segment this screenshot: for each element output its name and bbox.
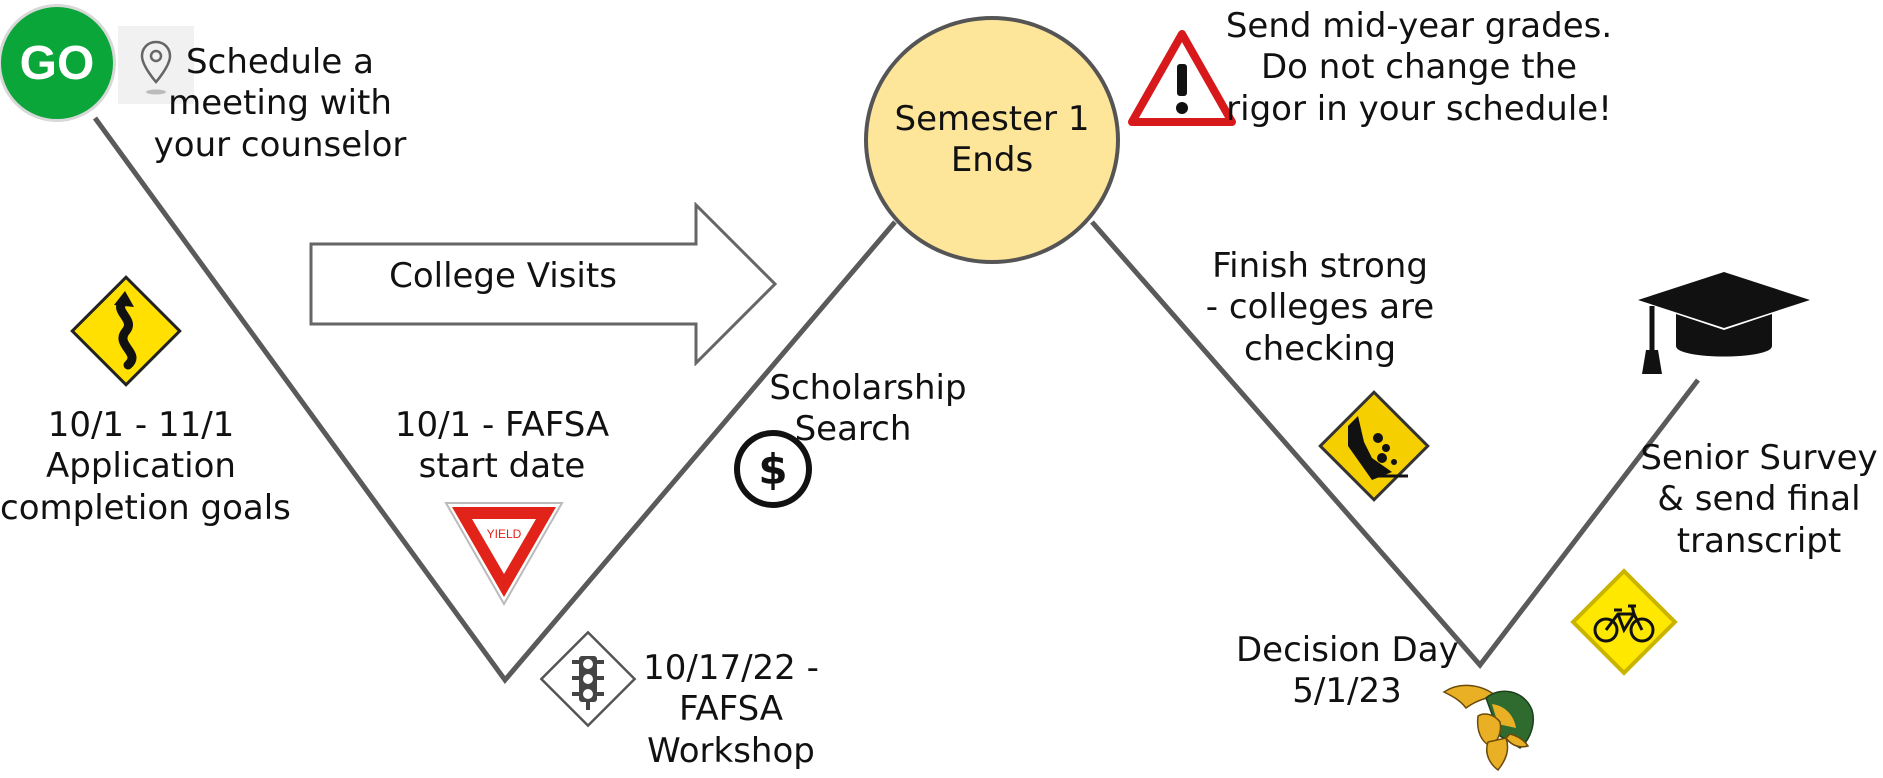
falling-rocks-sign-icon: [1318, 390, 1430, 502]
yield-sign-icon: YIELD: [444, 502, 564, 607]
scholarship-search-label: Scholarship Search: [769, 368, 967, 450]
go-text: GO: [19, 36, 95, 90]
college-visits-label: College Visits: [389, 256, 617, 296]
dollar-coin-icon: $: [734, 430, 812, 508]
winding-road-sign-icon: [70, 275, 182, 387]
finish-strong-label: Finish strong - colleges are checking: [1205, 246, 1435, 369]
map-pin-icon: [118, 26, 194, 104]
graduation-cap-icon: [1638, 272, 1810, 374]
go-circle: GO: [0, 4, 116, 122]
semester-ends-label: Semester 1 Ends: [894, 98, 1090, 180]
road-segment-fall: [92, 116, 897, 685]
fafsa-start-label: 10/1 - FAFSA start date: [394, 405, 610, 487]
college-visits-arrow: [309, 202, 778, 366]
viking-mascot-icon: [1442, 684, 1534, 772]
yield-text: YIELD: [487, 527, 522, 541]
decision-day-label: Decision Day 5/1/23: [1236, 630, 1459, 712]
svg-text:$: $: [758, 445, 787, 494]
bicycle-sign-icon: [1570, 568, 1678, 676]
road-segment-spring: [1090, 220, 1700, 669]
mid-year-grades-label: Send mid-year grades. Do not change the …: [1225, 6, 1613, 129]
schedule-meeting-label: Schedule a meeting with your counselor: [153, 42, 407, 165]
warning-sign-icon: [1128, 30, 1236, 126]
semester-ends-circle: Semester 1 Ends: [864, 16, 1120, 264]
fafsa-workshop-label: 10/17/22 - FAFSA Workshop: [643, 648, 819, 771]
application-goals-label: 10/1 - 11/1 Application completion goals: [0, 405, 291, 528]
traffic-light-sign-icon: [539, 630, 637, 728]
senior-survey-label: Senior Survey & send final transcript: [1640, 438, 1878, 561]
